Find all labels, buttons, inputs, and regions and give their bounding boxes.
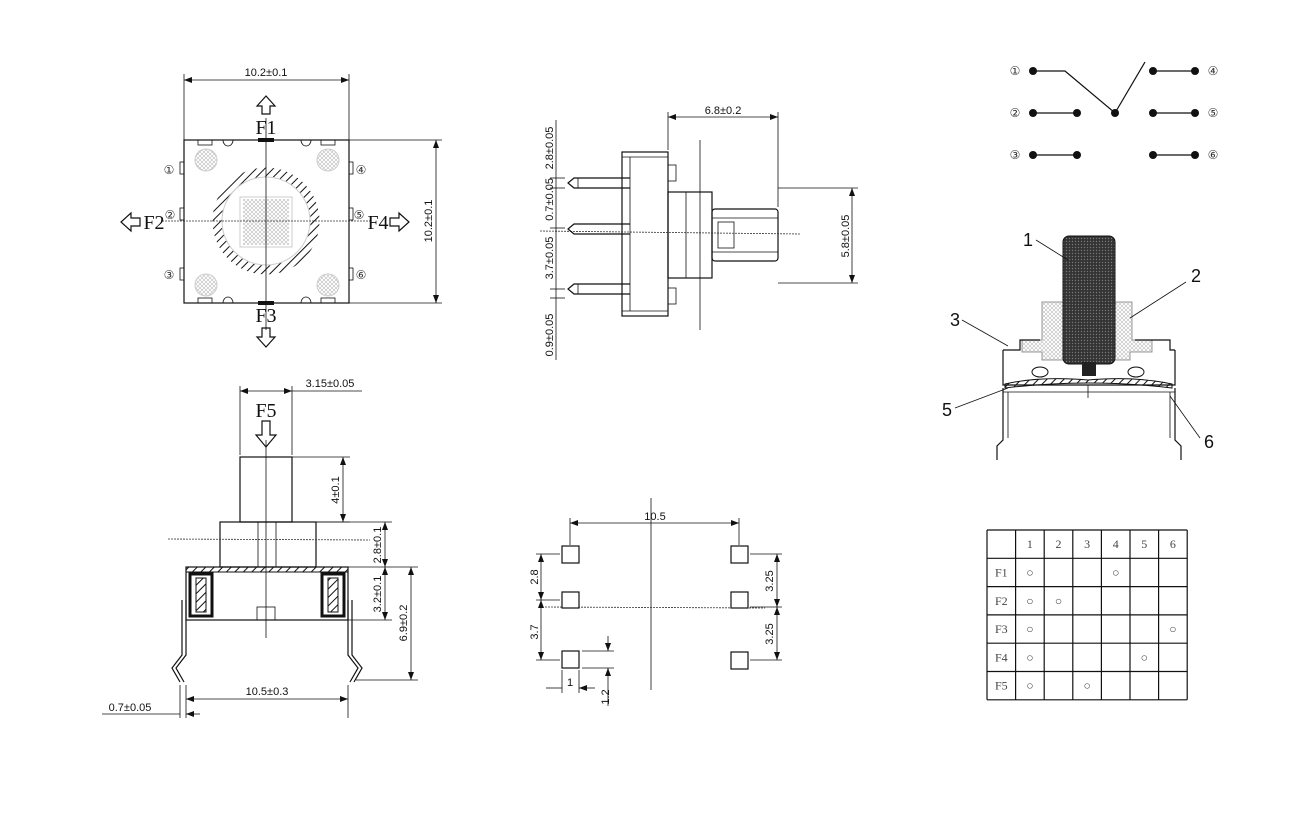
cross-section: 1 2 3 5 6	[942, 230, 1214, 460]
table-on-mark: ○	[1026, 565, 1033, 579]
side-view: 6.8±0.2 5.8±0.05 2.8±0.05 0.7±0.05 3.7±0…	[539, 105, 858, 360]
table-row-label: F5	[995, 679, 1008, 693]
top-height-dim: 10.2±0.1	[423, 200, 435, 243]
table-header-cell: 5	[1141, 537, 1147, 551]
force-f4-label: F4	[367, 212, 388, 234]
front-pin-span-dim: 10.5±0.3	[246, 686, 289, 698]
table-row-label: F2	[995, 594, 1008, 608]
pin-upper	[567, 177, 630, 189]
pin-label-2: ②	[165, 208, 176, 222]
footprint-pad-height-dim: 1.2	[600, 689, 612, 704]
schematic-pin-4: ④	[1208, 64, 1219, 78]
force-f1-label: F1	[255, 117, 276, 139]
table-on-mark: ○	[1141, 650, 1148, 664]
side-dim-3-7: 3.7±0.05	[544, 237, 556, 280]
pin-label-5: ⑤	[354, 208, 365, 222]
front-actuator-width-dim: 3.15±0.05	[306, 378, 355, 390]
pin-label-3: ③	[164, 268, 175, 282]
table-row-label: F1	[995, 565, 1008, 579]
footprint-dim-3-7: 3.7	[529, 624, 541, 639]
top-view: 10.2±0.1 10.2±0.1 F1 F3 F2 F4 ① ② ③	[120, 67, 442, 348]
table-on-mark: ○	[1026, 594, 1033, 608]
force-f5-label: F5	[255, 400, 276, 422]
pcb-footprint: 10.5 2.8 3.7 3.25 3.25 1 1.2	[529, 498, 782, 706]
side-length-dim: 6.8±0.2	[705, 105, 742, 117]
front-actuator-height-dim: 4±0.1	[330, 476, 342, 503]
footprint-dim-3-25-b: 3.25	[764, 623, 776, 644]
schematic-pin-6: ⑥	[1208, 148, 1219, 162]
top-width-dim: 10.2±0.1	[245, 67, 288, 79]
front-neck-height-dim: 2.8±0.1	[372, 527, 384, 564]
arrow-down-icon	[255, 327, 277, 348]
schematic-pin-5: ⑤	[1208, 106, 1219, 120]
actuator-section	[1062, 235, 1116, 365]
table-on-mark: ○	[1026, 650, 1033, 664]
pin-label-1: ①	[164, 163, 175, 177]
front-total-height-dim: 6.9±0.2	[398, 605, 410, 642]
arrow-left-icon	[120, 211, 141, 233]
truth-table: 1 2 3 4 5 6F1 ○ ○ F2 ○ ○ F3 ○ ○ F4 ○ ○ F5 ○ ○	[986, 529, 1188, 701]
front-view: 3.15±0.05 F5 4±0.1 2.8±0.1 3.2±0.1 6.9±0…	[102, 378, 418, 718]
table-header-cell: 2	[1056, 537, 1062, 551]
pin-label-6: ⑥	[356, 268, 367, 282]
pin-label-4: ④	[356, 163, 367, 177]
callout-1: 1	[1023, 230, 1033, 250]
table-on-mark: ○	[1055, 594, 1062, 608]
table-on-mark: ○	[1083, 679, 1090, 693]
schematic-pin-1: ①	[1010, 64, 1021, 78]
callout-6: 6	[1204, 432, 1214, 452]
table-header-cell: 6	[1170, 537, 1176, 551]
table-on-mark: ○	[1026, 679, 1033, 693]
arrow-up-icon	[255, 95, 277, 115]
side-height-dim: 5.8±0.05	[840, 215, 852, 258]
callout-3: 3	[950, 310, 960, 330]
table-on-mark: ○	[1026, 622, 1033, 636]
arrow-right-icon	[389, 211, 410, 233]
front-pin-thickness-dim: 0.7±0.05	[109, 702, 152, 714]
switch-schematic: ① ② ③ ④ ⑤ ⑥	[1010, 61, 1219, 162]
callout-2: 2	[1191, 266, 1201, 286]
force-f3-label: F3	[255, 305, 276, 327]
callout-5: 5	[942, 400, 952, 420]
footprint-span-dim: 10.5	[644, 511, 665, 523]
footprint-pad-width-dim: 1	[567, 677, 573, 689]
solder-pads	[561, 545, 749, 670]
table-row-label: F3	[995, 622, 1008, 636]
table-on-mark: ○	[1169, 622, 1176, 636]
table-header-cell: 1	[1027, 537, 1033, 551]
force-f2-label: F2	[143, 212, 164, 234]
side-actuator	[711, 208, 779, 262]
side-dim-2-8: 2.8±0.05	[544, 127, 556, 170]
arrow-down-icon	[254, 420, 278, 448]
side-dim-0-7: 0.7±0.05	[544, 178, 556, 221]
footprint-dim-3-25-a: 3.25	[764, 570, 776, 591]
schematic-pin-3: ③	[1010, 148, 1021, 162]
table-header-cell: 4	[1113, 537, 1119, 551]
front-body-height-dim: 3.2±0.1	[372, 576, 384, 613]
side-dim-0-9: 0.9±0.05	[544, 314, 556, 357]
table-row-label: F4	[995, 650, 1008, 664]
footprint-dim-2-8: 2.8	[529, 569, 541, 584]
schematic-pin-2: ②	[1010, 106, 1021, 120]
table-on-mark: ○	[1112, 565, 1119, 579]
table-header-cell: 3	[1084, 537, 1090, 551]
